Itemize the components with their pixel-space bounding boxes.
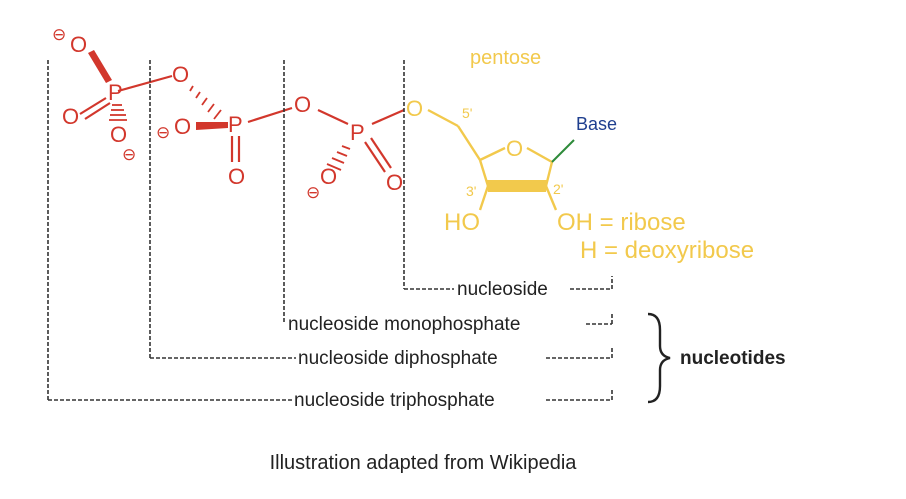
bond-c3-oh (478, 185, 490, 211)
minus-charge-gamma-bottom: ⊖ (122, 145, 136, 164)
bond-c2-oh (544, 185, 558, 211)
bond-c4-o4 (479, 146, 506, 162)
oxygen-beta-bottom: O (228, 164, 245, 189)
monophosphate-label: nucleoside monophosphate (288, 314, 520, 335)
oxygen-gamma-top: O (70, 32, 87, 57)
bond-pa-o-double-2 (370, 137, 392, 169)
bond-pb-ob (247, 106, 293, 124)
bond-o4-c1 (526, 146, 553, 164)
hashed-bond-alpha (326, 145, 351, 171)
carbon-3prime-label: 3' (466, 183, 476, 199)
oxygen-beta-left: O (174, 114, 191, 139)
minus-charge-gamma: ⊖ (52, 25, 66, 44)
bond-pa-o-double-1 (364, 141, 386, 173)
hashed-bond-gamma (109, 104, 127, 121)
deoxyribose-label: H = deoxyribose (580, 237, 754, 264)
sugar-atoms: pentose O 5' O 3' 2' HO OH = ribose H = … (406, 47, 754, 264)
base-label: Base (576, 114, 617, 134)
phosphorus-beta: P (228, 112, 243, 137)
diphosphate-label: nucleoside diphosphate (298, 348, 498, 369)
carbon-2prime-label: 2' (553, 181, 563, 197)
oxygen-bridge-2: O (294, 92, 311, 117)
triphosphate-label: nucleoside triphosphate (294, 390, 495, 411)
ring-bold-bond (486, 180, 548, 192)
hydroxyl-3prime: HO (444, 209, 480, 236)
oxygen-bridge-1: O (172, 62, 189, 87)
bond-pa-o5 (371, 108, 405, 126)
bracket-labels: nucleoside nucleoside monophosphate nucl… (288, 279, 548, 411)
phosphorus-alpha: P (350, 120, 365, 145)
bond-pg-oa (117, 74, 173, 93)
oxygen-gamma-left: O (62, 104, 79, 129)
carbon-5prime-label: 5' (462, 105, 472, 121)
bond-o5-c5 (427, 108, 459, 128)
bond-c5-c4 (456, 125, 482, 161)
sugar-bonds (427, 108, 558, 211)
caption-text: Illustration adapted from Wikipedia (269, 452, 577, 474)
phosphorus-gamma: P (108, 80, 123, 105)
minus-charge-beta: ⊖ (156, 123, 170, 142)
pentose-label: pentose (470, 47, 541, 69)
hashed-bond-beta (189, 85, 222, 120)
oxygen-ring: O (506, 136, 523, 161)
oxygen-alpha-right: O (386, 170, 403, 195)
oxygen-alpha-left: O (320, 164, 337, 189)
oxygen-gamma-bottom: O (110, 122, 127, 147)
bond-base (551, 139, 575, 163)
nucleotides-brace (647, 312, 671, 404)
wedge-bond-beta (196, 122, 228, 130)
minus-charge-alpha: ⊖ (306, 183, 320, 202)
nucleotides-label: nucleotides (680, 348, 786, 369)
figure-caption: Illustration adapted from Wikipedia (0, 452, 906, 475)
wedge-bond-gamma (88, 50, 112, 83)
dashed-brackets (47, 60, 613, 401)
bond-pg-o1b (84, 102, 111, 120)
ribose-label: OH = ribose (557, 209, 686, 236)
phosphate-atoms: ⊖ O P O O O ⊖ ⊖ O P O O P O ⊖ O (52, 25, 403, 202)
oxygen-5prime: O (406, 96, 423, 121)
bond-pg-o1 (79, 97, 107, 115)
nucleoside-label: nucleoside (457, 279, 548, 300)
bond-ob-pa (317, 109, 349, 125)
